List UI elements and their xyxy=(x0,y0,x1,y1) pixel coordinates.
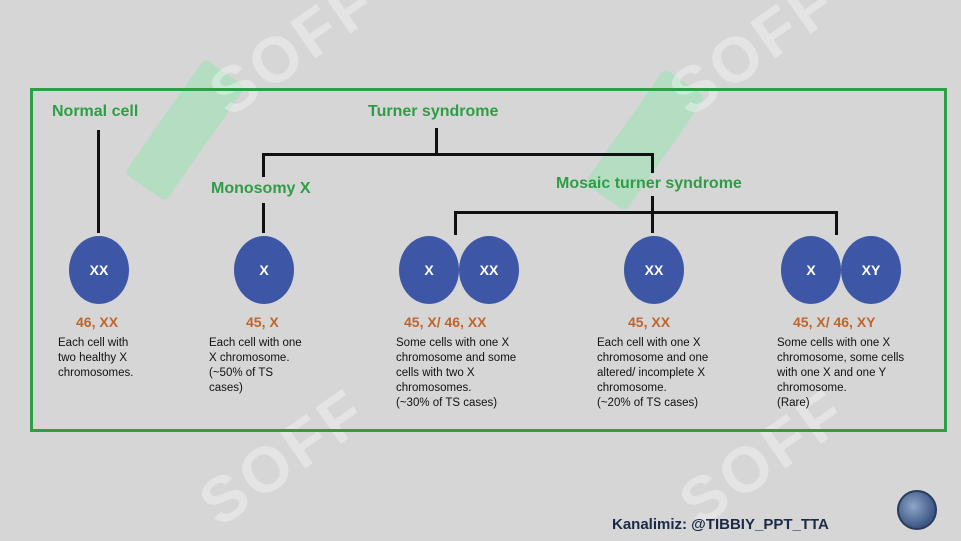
connector-mosaic-stem-lower xyxy=(651,196,654,212)
karyotype-normal: 46, XX xyxy=(76,314,119,330)
description-monosomy: Each cell with one X chromosome. (~50% o… xyxy=(209,337,302,394)
karyotype-altered: 45, XX xyxy=(628,314,671,330)
label-monosomy-x: Monosomy X xyxy=(211,180,311,197)
label-turner-syndrome: Turner syndrome xyxy=(368,103,499,120)
connector-monosomy-upper xyxy=(262,153,265,177)
connector-normal xyxy=(97,130,100,233)
connector-mosaic-mid xyxy=(651,211,654,233)
description-mosaic-xy: Some cells with one X chromosome, some c… xyxy=(777,337,905,409)
cell-mosaic-y-x: X xyxy=(781,236,841,304)
karyotype-mosaic-xx: 45, X/ 46, XX xyxy=(404,314,487,330)
cell-mosaic-x: X xyxy=(399,236,459,304)
connector-mosaic-stem xyxy=(651,153,654,173)
cell-mosaic-xy: XY xyxy=(841,236,901,304)
description-normal: Each cell with two healthy X chromosomes… xyxy=(58,337,134,379)
karyotype-mosaic-xy: 45, X/ 46, XY xyxy=(793,314,876,330)
description-mosaic-xx: Some cells with one X chromosome and som… xyxy=(396,337,517,409)
channel-handle: Kanalimiz: @TIBBIY_PPT_TTA xyxy=(612,516,829,533)
cell-normal-xx: XX xyxy=(69,236,129,304)
diagram-frame xyxy=(30,88,947,432)
cell-altered-xx: XX xyxy=(624,236,684,304)
cell-monosomy-x: X xyxy=(234,236,294,304)
channel-badge-icon xyxy=(897,490,937,530)
label-normal-cell: Normal cell xyxy=(52,103,139,120)
connector-mosaic-bar xyxy=(454,211,838,214)
connector-mosaic-right xyxy=(835,211,838,235)
connector-monosomy-lower xyxy=(262,203,265,233)
connector-turner-bar xyxy=(262,153,654,156)
connector-mosaic-left xyxy=(454,211,457,235)
karyotype-monosomy: 45, X xyxy=(246,314,279,330)
cell-mosaic-xx: XX xyxy=(459,236,519,304)
label-mosaic-turner: Mosaic turner syndrome xyxy=(556,175,742,192)
description-altered: Each cell with one X chromosome and one … xyxy=(597,337,709,409)
connector-turner-stem xyxy=(435,128,438,154)
